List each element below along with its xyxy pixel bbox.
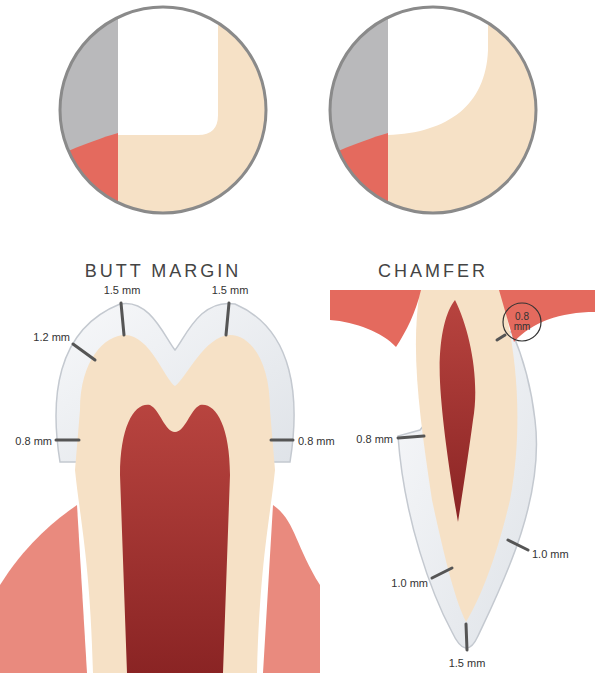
pulp xyxy=(120,405,230,673)
incisor-figure xyxy=(330,290,595,650)
label-slot: 1.5 mm xyxy=(104,280,141,298)
gingiva xyxy=(330,290,421,347)
label-slot: 1.5 mm xyxy=(449,653,486,671)
gingiva xyxy=(0,505,87,673)
detail-circle: CHAMFER xyxy=(328,5,538,215)
dimension-tick xyxy=(466,624,467,650)
detail-circle: BUTT MARGIN xyxy=(58,5,268,215)
tooth-structure xyxy=(118,5,268,215)
dimension-label: 0.8 mm xyxy=(15,435,52,447)
prep-space xyxy=(328,5,538,215)
figure-heading: BUTT MARGIN xyxy=(13,261,313,282)
dimension-tick xyxy=(398,436,424,438)
figure-heading: CHAMFER xyxy=(283,261,583,282)
dimension-tick xyxy=(508,540,528,550)
dimension-tick xyxy=(73,344,95,360)
gingiva xyxy=(263,505,320,673)
dimension-label: 1.5 mm xyxy=(212,284,249,296)
dimension-label: 1.5 mm xyxy=(449,657,486,669)
circle-outline xyxy=(60,7,266,213)
label-slot: 0.8 mm xyxy=(15,431,52,449)
dimension-label: 1.0 mm xyxy=(532,548,569,560)
prepared-tooth xyxy=(416,290,518,622)
label-slot: 0.8 mm xyxy=(356,429,393,447)
restoration xyxy=(328,5,388,215)
label-slot: 1.5 mm xyxy=(212,280,249,298)
dimension-label: 0.8 mm xyxy=(298,435,335,447)
restoration xyxy=(58,5,118,215)
heading-slot: BUTT MARGIN xyxy=(13,261,313,282)
dimension-label: 1.5 mm xyxy=(104,284,141,296)
heading-slot: CHAMFER xyxy=(283,261,583,282)
prepared-tooth xyxy=(75,335,275,673)
dimension-label: 1.0 mm xyxy=(391,577,428,589)
dimension-tick xyxy=(56,439,79,442)
label-slot: 1.2 mm xyxy=(33,327,70,345)
label-slot: 1.0 mm xyxy=(532,544,569,562)
dimension-label: 0.8 mm xyxy=(356,433,393,445)
dimension-tick xyxy=(432,568,452,578)
label-slot: 1.0 mm xyxy=(391,573,428,591)
dimension-tick xyxy=(497,335,505,340)
prep-space xyxy=(58,5,268,215)
gingiva xyxy=(499,290,595,342)
callout-circle: 0.8 mm xyxy=(502,302,542,342)
chamfer-detail xyxy=(328,5,538,215)
label-slot: 0.8 mm xyxy=(298,431,335,449)
dimension-label: 1.2 mm xyxy=(33,331,70,343)
molar-figure xyxy=(0,303,320,673)
dimension-tick xyxy=(271,439,293,442)
pulp xyxy=(440,300,476,522)
dimension-tick xyxy=(226,303,229,335)
circle-outline xyxy=(330,7,536,213)
dimension-tick xyxy=(121,303,124,335)
tooth-structure xyxy=(388,5,538,215)
ring-circle xyxy=(503,303,541,341)
butt-margin-detail xyxy=(58,5,268,215)
dimension-label: 0.8 mm xyxy=(509,312,535,333)
